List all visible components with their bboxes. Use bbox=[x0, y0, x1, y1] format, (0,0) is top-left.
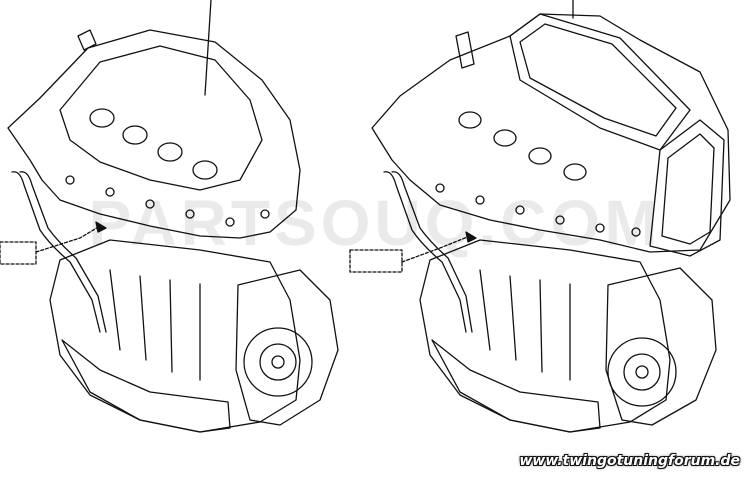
left-dipstick-tube bbox=[11, 171, 101, 333]
left-plug-well-1 bbox=[89, 108, 115, 128]
left-engine-block bbox=[49, 239, 301, 433]
right-oil-filler bbox=[455, 31, 475, 69]
right-cam-bore-1 bbox=[458, 111, 482, 129]
left-callout-box bbox=[0, 241, 37, 265]
left-head-bolts bbox=[65, 175, 270, 227]
right-engine-block bbox=[419, 239, 671, 433]
left-oil-pan bbox=[61, 339, 231, 433]
right-flywheel-housing bbox=[605, 267, 717, 426]
right-dipstick-tube bbox=[383, 171, 467, 333]
right-callout-arrow bbox=[465, 231, 477, 243]
left-valve-cover bbox=[59, 45, 263, 191]
right-engine-drawing bbox=[349, 0, 731, 433]
left-block-ribs bbox=[109, 269, 201, 381]
watermark: PARTSOUQ.COM bbox=[88, 187, 662, 259]
right-cam-bore-3 bbox=[528, 147, 552, 165]
left-oil-filler bbox=[77, 29, 97, 51]
left-plug-well-2 bbox=[122, 125, 148, 145]
left-crank-pulley bbox=[243, 327, 313, 397]
left-engine-drawing bbox=[0, 0, 339, 433]
right-head-bolts bbox=[435, 183, 641, 237]
right-cam-bore-2 bbox=[493, 129, 517, 147]
right-intake-plenum bbox=[509, 13, 691, 151]
left-callout-arrow bbox=[95, 221, 107, 233]
right-intake-runner-box bbox=[649, 119, 725, 257]
left-flywheel-housing bbox=[235, 269, 339, 426]
left-plug-well-3 bbox=[157, 142, 183, 162]
footer-url: www.twingotuningforum.de bbox=[519, 453, 740, 469]
right-callout-box bbox=[349, 249, 403, 273]
right-callout-line bbox=[401, 235, 471, 263]
left-leader-line bbox=[204, 0, 212, 96]
left-plug-well-4 bbox=[192, 160, 218, 180]
right-oil-pan bbox=[431, 339, 601, 433]
right-cam-bore-4 bbox=[563, 163, 587, 181]
left-cylinder-head bbox=[7, 29, 301, 239]
left-callout-line bbox=[35, 225, 101, 253]
right-crank-pulley bbox=[607, 337, 677, 407]
right-block-ribs bbox=[479, 269, 571, 381]
